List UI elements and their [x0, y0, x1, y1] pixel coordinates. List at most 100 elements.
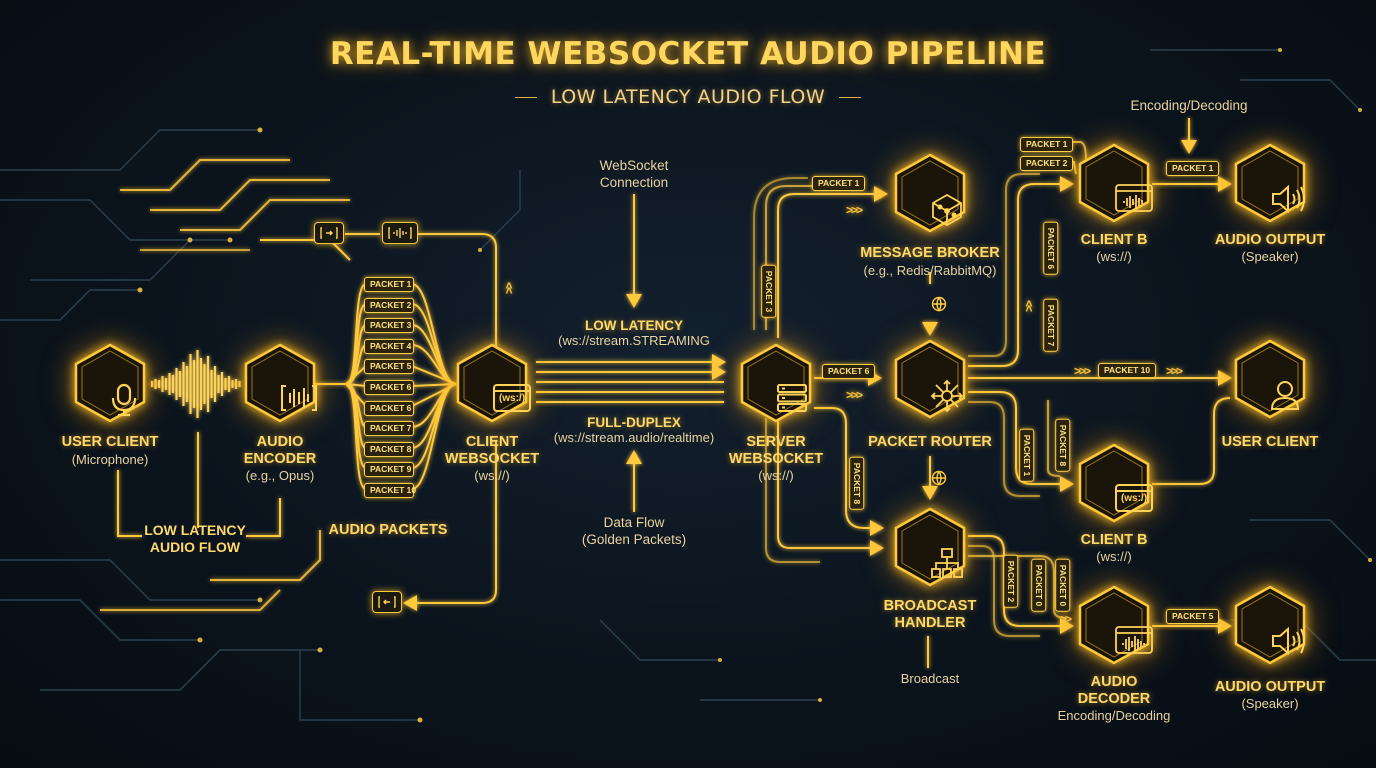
packet-server-vertical-bottom: PACKET 8 [849, 456, 865, 511]
packet-broadcast-2: PACKET 0 [1031, 558, 1047, 613]
audio-decoder-title-line2: DECODER [1077, 691, 1151, 707]
audio-output-bottom-node[interactable] [1232, 584, 1308, 666]
client-websocket-subtitle: (ws://) [474, 468, 510, 483]
diagram-title: REAL-TIME WEBSOCKET AUDIO PIPELINE [329, 36, 1047, 72]
client-b-mid-icon-text: (ws:/) [1120, 493, 1148, 504]
packet-router-node[interactable] [892, 338, 968, 420]
client-b-mid-subtitle: (ws://) [1096, 549, 1132, 564]
packet-top-left-2: PACKET 2 [1020, 156, 1074, 171]
websocket-connection-line1: WebSocket [599, 158, 669, 173]
client-b-mid-title: CLIENT B [1080, 532, 1148, 548]
packet-top-left-1: PACKET 1 [1020, 137, 1074, 152]
packet-broadcast-3: PACKET 0 [1055, 558, 1071, 613]
packet-stack-item: PACKET 6 [364, 400, 414, 416]
globe-icon-lower [931, 470, 947, 491]
packet-stack-item: PACKET 4 [364, 338, 414, 354]
message-broker-node[interactable] [892, 152, 968, 234]
data-flow-line1: Data Flow [603, 515, 665, 530]
audio-packets-label: AUDIO PACKETS [328, 522, 448, 538]
server-websocket-subtitle: (ws://) [758, 468, 794, 483]
full-duplex-title: FULL-DUPLEX [587, 415, 681, 430]
encoding-decoding-top-label: Encoding/Decoding [1130, 98, 1248, 113]
audio-output-top-node[interactable] [1232, 142, 1308, 224]
audio-output-top-title: AUDIO OUTPUT [1214, 232, 1326, 248]
mini-waveform-icon [382, 222, 418, 244]
packet-clientb-to-output: PACKET 1 [1166, 161, 1220, 176]
chevron-arrows-user-2: >>> [1166, 364, 1183, 378]
full-duplex-endpoint: (ws://stream.audio/realtime) [553, 430, 715, 445]
server-websocket-node[interactable] [738, 342, 814, 424]
packet-to-broker: PACKET 1 [812, 176, 866, 191]
user-client-left-subtitle: (Microphone) [71, 452, 149, 467]
packet-router-down-1: PACKET 1 [1019, 428, 1035, 483]
user-client-left-title: USER CLIENT [61, 434, 159, 450]
packet-broadcast-1: PACKET 2 [1003, 554, 1019, 609]
audio-encoder-node[interactable] [242, 342, 318, 424]
client-b-top-node[interactable] [1076, 142, 1153, 224]
message-broker-subtitle: (e.g., Redis/RabbitMQ) [863, 263, 997, 278]
audio-output-bottom-title: AUDIO OUTPUT [1214, 679, 1326, 695]
audio-output-top-subtitle: (Speaker) [1241, 249, 1299, 264]
subtitle-rule-left [514, 96, 537, 98]
chevron-arrows-decoder: >> [1060, 612, 1072, 626]
user-client-left-node[interactable] [72, 342, 148, 424]
audio-decoder-title: AUDIO [1090, 674, 1138, 690]
packet-router-to-user: PACKET 10 [1098, 363, 1157, 378]
user-client-right-node[interactable] [1232, 338, 1308, 420]
audio-output-bottom-subtitle: (Speaker) [1241, 696, 1299, 711]
server-websocket-title-line2: WEBSOCKET [728, 451, 824, 467]
client-b-mid-node[interactable]: (ws:/) [1076, 442, 1153, 524]
server-websocket-title: SERVER [746, 434, 806, 450]
diagram-subtitle: LOW LATENCY AUDIO FLOW [550, 86, 826, 108]
client-websocket-title-line2: WEBSOCKET [444, 451, 540, 467]
user-client-right-title: USER CLIENT [1221, 434, 1319, 450]
packet-stack-item: PACKET 2 [364, 297, 414, 313]
client-websocket-node[interactable]: (ws:/) [454, 342, 531, 424]
broadcast-handler-node[interactable] [892, 506, 968, 588]
broadcast-handler-title-line2: HANDLER [894, 615, 966, 631]
audio-encoder-title-line2: ENCODER [243, 451, 317, 467]
message-broker-title: MESSAGE BROKER [860, 245, 1000, 261]
chevron-arrows-user: >>> [1074, 364, 1091, 378]
packet-router-up-2: PACKET 7 [1043, 298, 1059, 353]
packet-router-title: PACKET ROUTER [868, 434, 992, 450]
audio-encoder-subtitle: (e.g., Opus) [245, 468, 315, 483]
packet-stack-item: PACKET 3 [364, 318, 414, 334]
mini-return-icon [372, 591, 402, 613]
packet-decoder-to-output: PACKET 5 [1166, 609, 1220, 624]
websocket-connection-line2: Connection [599, 175, 669, 190]
data-flow-line2: (Golden Packets) [581, 532, 687, 547]
chevron-arrows-up: >> [502, 283, 517, 295]
packet-stack-item: PACKET 6 [364, 380, 414, 395]
low-latency-flow-line2: AUDIO FLOW [149, 539, 241, 555]
client-websocket-title: CLIENT [465, 434, 519, 450]
packet-stack-item: PACKET 9 [364, 462, 414, 478]
subtitle-rule-right [839, 96, 862, 98]
packet-stack-item: PACKET 1 [364, 277, 414, 292]
packet-server-to-router: PACKET 6 [822, 364, 876, 379]
low-latency-title: LOW LATENCY [585, 318, 683, 333]
packet-stack-item: PACKET 8 [364, 441, 414, 457]
audio-decoder-node[interactable] [1076, 584, 1153, 666]
mini-encoder-icon [314, 222, 344, 244]
broadcast-label: Broadcast [900, 671, 960, 686]
packet-router-down-2: PACKET 8 [1055, 418, 1071, 473]
packet-server-vertical-top: PACKET 3 [761, 264, 777, 319]
chevron-arrows-broker: >>> [846, 203, 863, 217]
subtitle-row: LOW LATENCY AUDIO FLOW [0, 86, 1376, 108]
low-latency-flow-line1: LOW LATENCY [144, 522, 246, 538]
low-latency-endpoint: (ws://stream.STREAMING [558, 333, 710, 348]
client-websocket-icon-text: (ws:/) [498, 393, 526, 404]
packet-stack-item: PACKET 5 [364, 359, 414, 375]
globe-icon [931, 296, 947, 317]
audio-decoder-subtitle: Encoding/Decoding [1057, 708, 1171, 723]
client-b-top-title: CLIENT B [1080, 232, 1148, 248]
packet-router-up-1: PACKET 6 [1043, 221, 1059, 276]
chevron-arrows-up-right: >> [1022, 301, 1037, 313]
packet-stack-item: PACKET 10 [364, 483, 416, 498]
packet-stack-item: PACKET 7 [364, 421, 414, 437]
client-b-top-subtitle: (ws://) [1096, 249, 1132, 264]
chevron-arrows-router: >>> [846, 388, 863, 402]
audio-encoder-title: AUDIO [256, 434, 304, 450]
